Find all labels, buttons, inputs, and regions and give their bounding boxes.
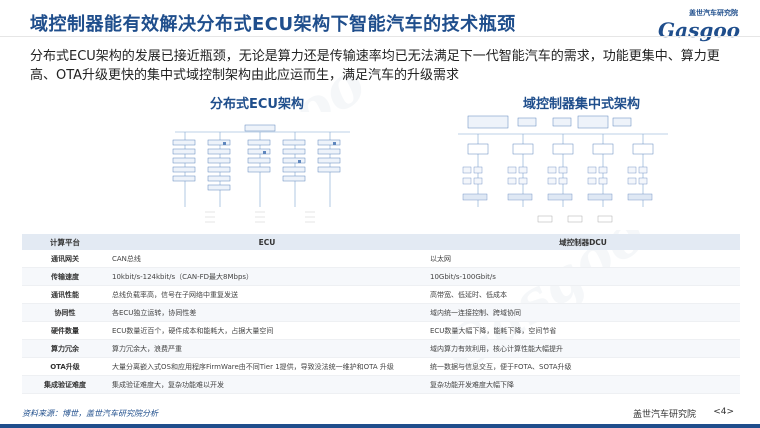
row-label: 协同性 bbox=[22, 303, 108, 322]
logo-en: Gasgoo bbox=[658, 18, 740, 42]
row-label: 硬件数量 bbox=[22, 321, 108, 340]
row-label: 传输速度 bbox=[22, 267, 108, 286]
header-ecu: ECU bbox=[108, 234, 426, 250]
dcu-cell: 复杂功能开发难度大幅下降 bbox=[426, 375, 740, 394]
gasgoo-logo: 盖世汽车研究院 Gasgoo bbox=[636, 6, 746, 46]
ecu-cell: 总线负载率高，信号在子网络中重复发送 bbox=[108, 285, 426, 304]
row-label: 集成验证难度 bbox=[22, 375, 108, 394]
dcu-diagram-title: 域控制器集中式架构 bbox=[523, 97, 641, 112]
dcu-cell: ECU数量大幅下降，能耗下降，空间节省 bbox=[426, 321, 740, 340]
dcu-cell: 统一数据与信息交互，便于FOTA、SOTA升级 bbox=[426, 357, 740, 376]
source-note: 资料来源：博世，盖世汽车研究院分析 bbox=[22, 409, 158, 418]
table-row: 算力冗余 算力冗余大，浪费严重 域内算力有效利用，核心计算性能大幅提升 bbox=[22, 339, 740, 358]
ecu-cell: 10kbit/s-124kbit/s（CAN-FD最大8Mbps） bbox=[108, 267, 426, 286]
dcu-cell: 域内统一连接控制、跨域协同 bbox=[426, 303, 740, 322]
header-divider bbox=[0, 36, 760, 37]
table-row: 通讯网关 CAN总线 以太网 bbox=[22, 250, 740, 268]
table-row: 通讯性能 总线负载率高，信号在子网络中重复发送 高带宽、低延时、低成本 bbox=[22, 285, 740, 304]
row-label: 通讯性能 bbox=[22, 285, 108, 304]
row-label: 算力冗余 bbox=[22, 339, 108, 358]
header-dcu: 域控制器DCU bbox=[426, 234, 740, 250]
dcu-architecture-diagram bbox=[448, 112, 678, 230]
table-header-row: 计算平台 ECU 域控制器DCU bbox=[22, 234, 740, 250]
footer: 资料来源：博世，盖世汽车研究院分析 盖世汽车研究院 <4> bbox=[0, 402, 760, 428]
dcu-cell: 域内算力有效利用，核心计算性能大幅提升 bbox=[426, 339, 740, 358]
ecu-cell: 大量分离嵌入式OS和应用程序FirmWare由不同Tier 1提供，导致没法统一… bbox=[108, 357, 426, 376]
ecu-cell: 各ECU独立运转，协同性差 bbox=[108, 303, 426, 322]
dcu-cell: 以太网 bbox=[426, 250, 740, 268]
ecu-cell: 集成验证难度大，复杂功能难以开发 bbox=[108, 375, 426, 394]
dcu-cell: 高带宽、低延时、低成本 bbox=[426, 285, 740, 304]
table-row: 集成验证难度 集成验证难度大，复杂功能难以开发 复杂功能开发难度大幅下降 bbox=[22, 375, 740, 394]
table-row: 协同性 各ECU独立运转，协同性差 域内统一连接控制、跨域协同 bbox=[22, 303, 740, 322]
dcu-cell: 10Gbit/s-100Gbit/s bbox=[426, 267, 740, 286]
ecu-vs-dcu-table: 计算平台 ECU 域控制器DCU 通讯网关 CAN总线 以太网 传输速度 10k… bbox=[22, 234, 740, 394]
page-title: 域控制器能有效解决分布式ECU架构下智能汽车的技术瓶颈 bbox=[30, 14, 516, 35]
page-number: <4> bbox=[713, 407, 734, 417]
table-row: 硬件数量 ECU数量近百个，硬件成本和能耗大，占据大量空间 ECU数量大幅下降，… bbox=[22, 321, 740, 340]
ecu-cell: 算力冗余大，浪费严重 bbox=[108, 339, 426, 358]
footer-org: 盖世汽车研究院 bbox=[632, 410, 696, 420]
row-label: OTA升级 bbox=[22, 357, 108, 376]
ecu-cell: ECU数量近百个，硬件成本和能耗大，占据大量空间 bbox=[108, 321, 426, 340]
footer-bar bbox=[0, 424, 760, 428]
row-label: 通讯网关 bbox=[22, 250, 108, 268]
table-row: OTA升级 大量分离嵌入式OS和应用程序FirmWare由不同Tier 1提供，… bbox=[22, 357, 740, 376]
ecu-cell: CAN总线 bbox=[108, 250, 426, 268]
intro-paragraph: 分布式ECU架构的发展已接近瓶颈，无论是算力还是传输速率均已无法满足下一代智能汽… bbox=[30, 49, 720, 83]
header-platform: 计算平台 bbox=[22, 234, 108, 250]
table-row: 传输速度 10kbit/s-124kbit/s（CAN-FD最大8Mbps） 1… bbox=[22, 267, 740, 286]
logo-cn: 盖世汽车研究院 bbox=[689, 9, 738, 17]
ecu-architecture-diagram bbox=[165, 112, 360, 230]
ecu-diagram-title: 分布式ECU架构 bbox=[210, 97, 304, 112]
